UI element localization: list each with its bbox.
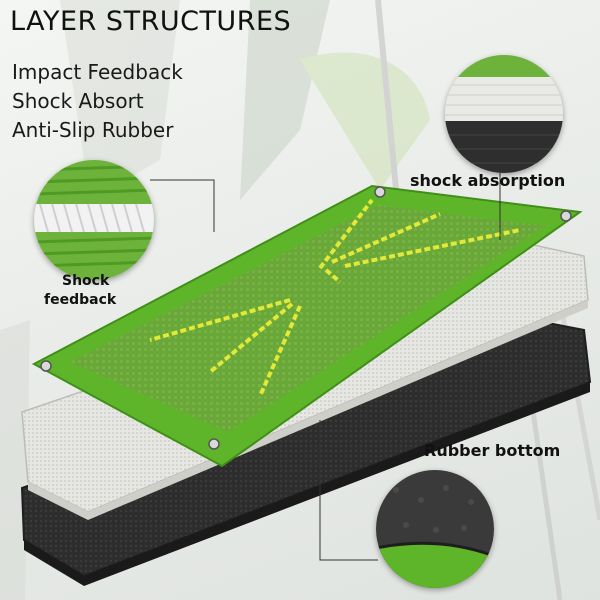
- rubber-zoom-icon: [376, 470, 494, 588]
- swing-lines: [149, 198, 521, 397]
- feature-item: Anti-Slip Rubber: [12, 118, 174, 142]
- callout-lines: [150, 168, 501, 561]
- top-layer-zoom-icon: [445, 55, 563, 173]
- feature-item: Impact Feedback: [12, 60, 183, 84]
- shock-feedback-label-line1: Shock: [62, 273, 110, 289]
- green-top-layer: [31, 184, 583, 468]
- page-title: LAYER STRUCTURES: [10, 6, 292, 37]
- feature-list: Impact Feedback Shock Absort Anti-Slip R…: [12, 58, 183, 145]
- feature-item: Shock Absort: [12, 89, 144, 113]
- grommets: [40, 186, 572, 450]
- shock-absorption-label: shock absorption: [410, 171, 566, 190]
- shock-feedback-label-line2: feedback: [44, 292, 117, 308]
- fiber-zoom-icon: [34, 160, 154, 280]
- rubber-bottom-label: Rubber bottom: [424, 441, 561, 460]
